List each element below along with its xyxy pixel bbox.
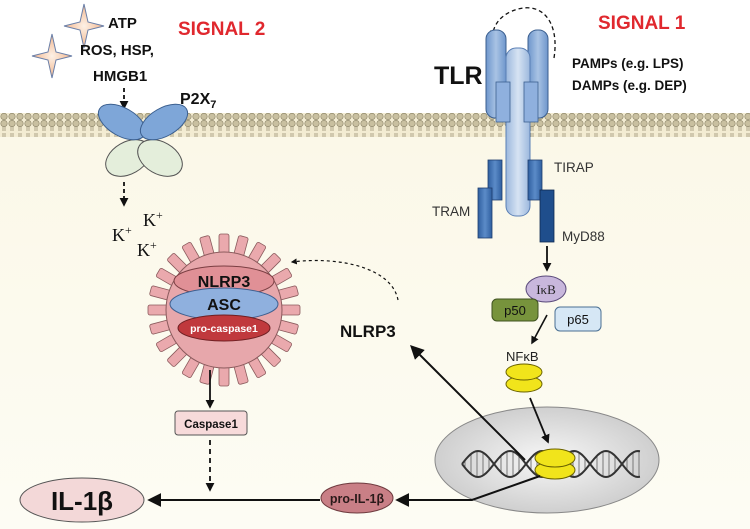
tlr-label: TLR xyxy=(434,62,483,90)
p2x7-receptor xyxy=(97,103,189,177)
stimulus-hmgb1: HMGB1 xyxy=(93,68,147,85)
arrow-ligand-to-tlr xyxy=(489,7,556,59)
caspase1-label: Caspase1 xyxy=(184,419,238,431)
nfkb-nuclear-dimer xyxy=(534,448,576,480)
nfkb-dimer xyxy=(505,363,543,393)
arrow-nucleus-to-nlrp3 xyxy=(410,345,526,461)
p50-box xyxy=(491,298,539,322)
ikb-label: IκB xyxy=(536,282,556,297)
pro-il1b-label: pro-IL-1β xyxy=(330,492,385,506)
pro-il1b-bubble xyxy=(320,482,394,514)
signal-2-title: SIGNAL 2 xyxy=(178,19,265,40)
p65-label: p65 xyxy=(567,312,589,327)
inflammasome-complex xyxy=(147,233,301,387)
p65-box xyxy=(554,306,602,332)
nlrp3-in-complex-label: NLRP3 xyxy=(198,274,251,291)
il1b-label: IL-1β xyxy=(51,486,113,516)
procaspase-core xyxy=(177,314,271,342)
myd88-label: MyD88 xyxy=(562,229,605,244)
procaspase1-label: pro-caspase1 xyxy=(190,323,258,335)
star-burst-icon xyxy=(31,3,105,79)
tirap-label: TIRAP xyxy=(554,160,594,175)
asc-label: ASC xyxy=(207,297,241,314)
nfkb-label: NFκB xyxy=(506,349,539,364)
svg-text:K+: K+ xyxy=(143,208,163,230)
arrow-nfkb-to-nucleus xyxy=(529,397,550,444)
stimulus-ros-hsp: ROS, HSP, xyxy=(80,42,154,59)
ikb-bubble xyxy=(525,275,567,303)
p50-label: p50 xyxy=(504,303,526,318)
signal-1-title: SIGNAL 1 xyxy=(598,13,686,34)
il1b-bubble xyxy=(19,477,145,523)
tram-label: TRAM xyxy=(432,204,470,219)
p2x7-label: P2X7 xyxy=(180,91,216,111)
nlrp3-free-label: NLRP3 xyxy=(340,322,396,341)
arrow-to-nfkb xyxy=(531,314,548,345)
svg-text:K+: K+ xyxy=(137,238,157,260)
svg-text:K+: K+ xyxy=(112,223,132,245)
arrow-nucleus-to-pro-il1b xyxy=(395,475,541,507)
adaptor-proteins xyxy=(477,159,555,243)
stimulus-pamps: PAMPs (e.g. LPS) xyxy=(572,56,684,71)
stimulus-atp: ATP xyxy=(108,15,137,32)
potassium-ions: K+ K+ K+ xyxy=(112,208,163,260)
stimulus-damps: DAMPs (e.g. DEP) xyxy=(572,78,687,93)
tlr-receptor xyxy=(485,29,549,217)
caspase1-box xyxy=(174,410,248,436)
